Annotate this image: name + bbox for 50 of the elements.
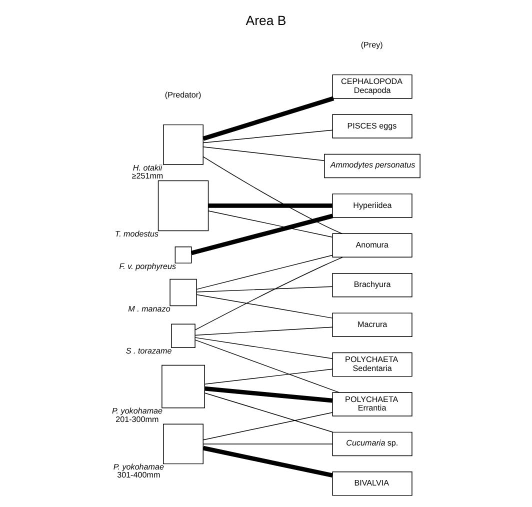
connector — [202, 96, 334, 141]
node-label: S . torazame — [126, 346, 172, 356]
connector — [208, 204, 332, 208]
connector — [204, 392, 334, 432]
node-box — [163, 424, 204, 464]
connector — [196, 254, 333, 290]
node-box: POLYCHAETA Errantia — [332, 392, 412, 416]
connector — [203, 130, 333, 144]
node-box — [170, 278, 197, 306]
node-box: Cucumaria sp. — [332, 432, 412, 456]
diagram-title: Area B — [246, 13, 286, 28]
connector — [194, 256, 344, 330]
node-label: F. v. porphyreus — [119, 262, 176, 271]
connector — [194, 337, 333, 359]
connector — [204, 368, 333, 385]
node-box — [174, 246, 192, 264]
node-label: 201-300mm — [116, 414, 159, 424]
node-box — [163, 124, 204, 165]
node-box — [158, 180, 209, 232]
node-label: 301-400mm — [117, 470, 160, 480]
connector — [203, 412, 333, 440]
node-box: Hyperiidea — [332, 194, 412, 218]
node-label: H. otakii — [132, 163, 162, 172]
node-box — [171, 324, 196, 348]
node-box — [162, 364, 205, 408]
node-box: Brachyura — [332, 272, 412, 298]
label: (Prey) — [360, 40, 383, 50]
node-box: Anomura — [332, 233, 412, 258]
label: (Predator) — [164, 90, 202, 100]
connector — [203, 146, 325, 161]
node-box: POLYCHAETA Sedentaria — [332, 352, 412, 377]
node-label: P. yokohamae — [113, 462, 164, 472]
connector — [202, 156, 342, 234]
connector — [204, 386, 333, 403]
node-box: CEPHALOPODA Decapoda — [332, 74, 412, 99]
connector — [194, 340, 340, 393]
node-box: BIVALVIA — [332, 472, 412, 496]
connector — [194, 326, 333, 336]
node-label: M . manazo — [128, 304, 170, 314]
node-label: T. modestus — [114, 229, 159, 238]
node-label: P. yokohamae — [112, 406, 163, 416]
node-label: ≥251mm — [132, 171, 164, 180]
connector — [208, 210, 333, 238]
node-box: Macrura — [332, 312, 412, 337]
connector — [196, 294, 333, 318]
connector — [202, 446, 333, 478]
node-box: Ammodytes personatus — [324, 154, 420, 178]
connector — [196, 286, 333, 292]
node-box: PISCES eggs — [332, 114, 412, 138]
connector — [191, 214, 334, 256]
